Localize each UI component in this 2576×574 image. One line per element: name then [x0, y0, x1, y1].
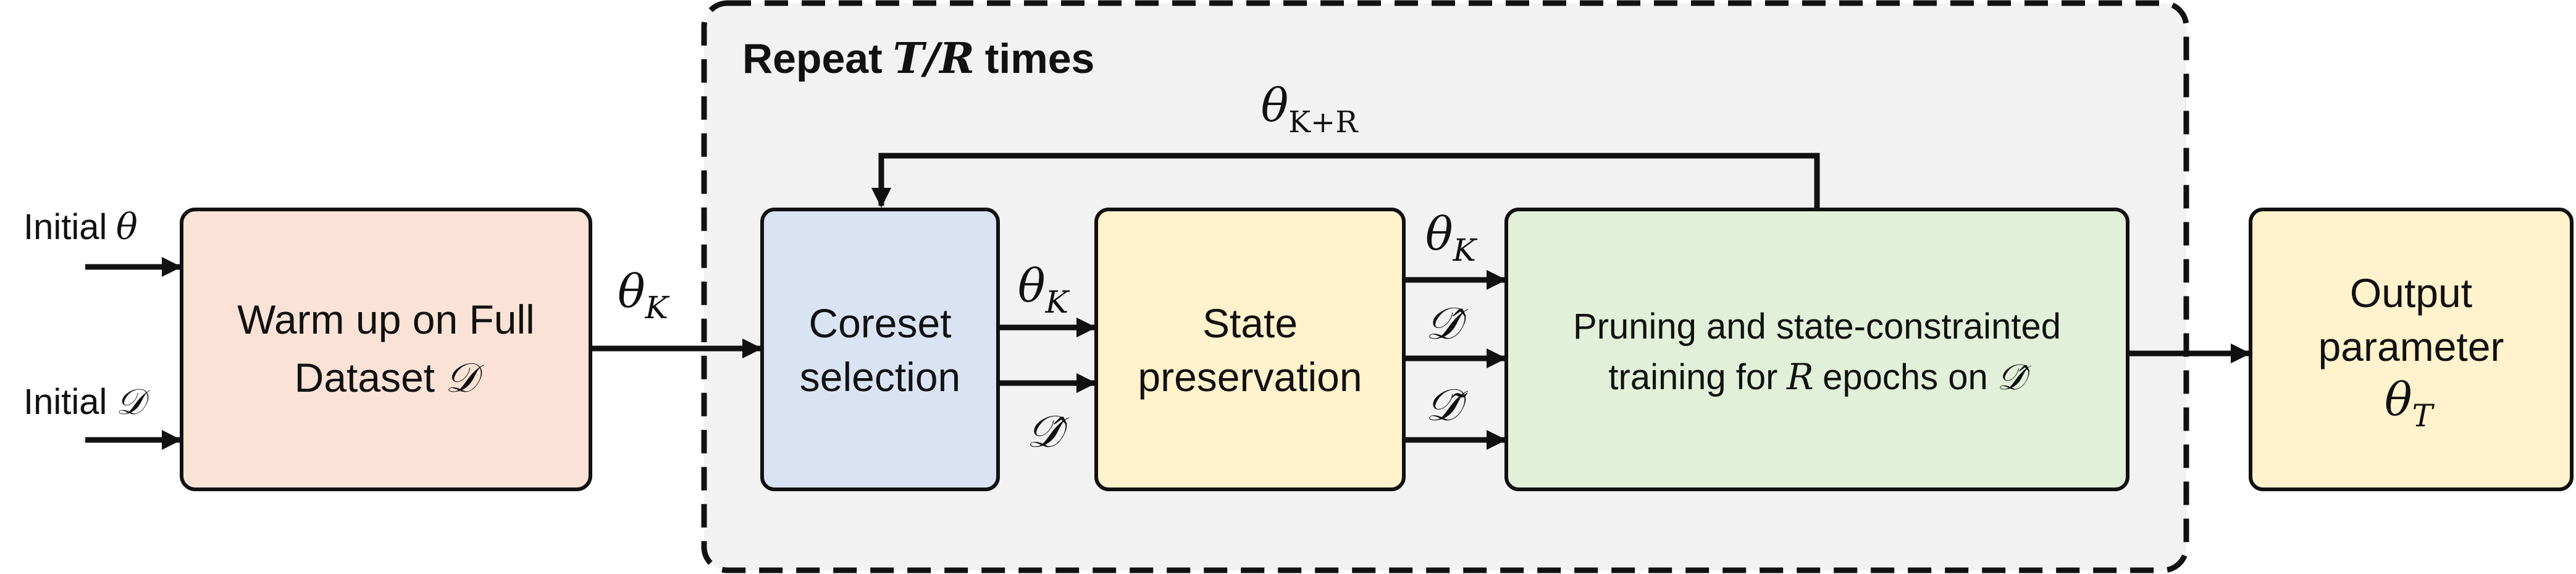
initial-theta-label: Initial θ — [23, 206, 138, 248]
state-preservation-box — [1094, 208, 1406, 491]
feedback-loop-line — [871, 153, 1820, 208]
warmup-line1: Warm up on Full — [237, 297, 535, 342]
output-line2: parameter — [2318, 324, 2504, 369]
warmup-box — [180, 208, 592, 491]
coreset-line2: selection — [800, 354, 961, 400]
output-line1: Output — [2350, 270, 2472, 316]
theta-k-label: θK — [618, 265, 670, 326]
output-box — [2249, 208, 2574, 491]
state-line1: State — [1202, 300, 1298, 346]
state-line2: preservation — [1138, 354, 1362, 400]
initial-data-label: Initial 𝒟 — [23, 381, 151, 423]
training-line1: Pruning and state-constrainted — [1573, 306, 2061, 347]
coreset-line1: Coreset — [808, 300, 951, 346]
pruning-training-box — [1504, 208, 2129, 491]
training-line2: training for R epochs on 𝒟̂ — [1608, 356, 2031, 398]
warmup-line2: Dataset 𝒟 — [295, 354, 485, 402]
repeat-title: Repeat T/R times — [742, 34, 1094, 83]
coreset-selection-box — [760, 208, 1000, 491]
